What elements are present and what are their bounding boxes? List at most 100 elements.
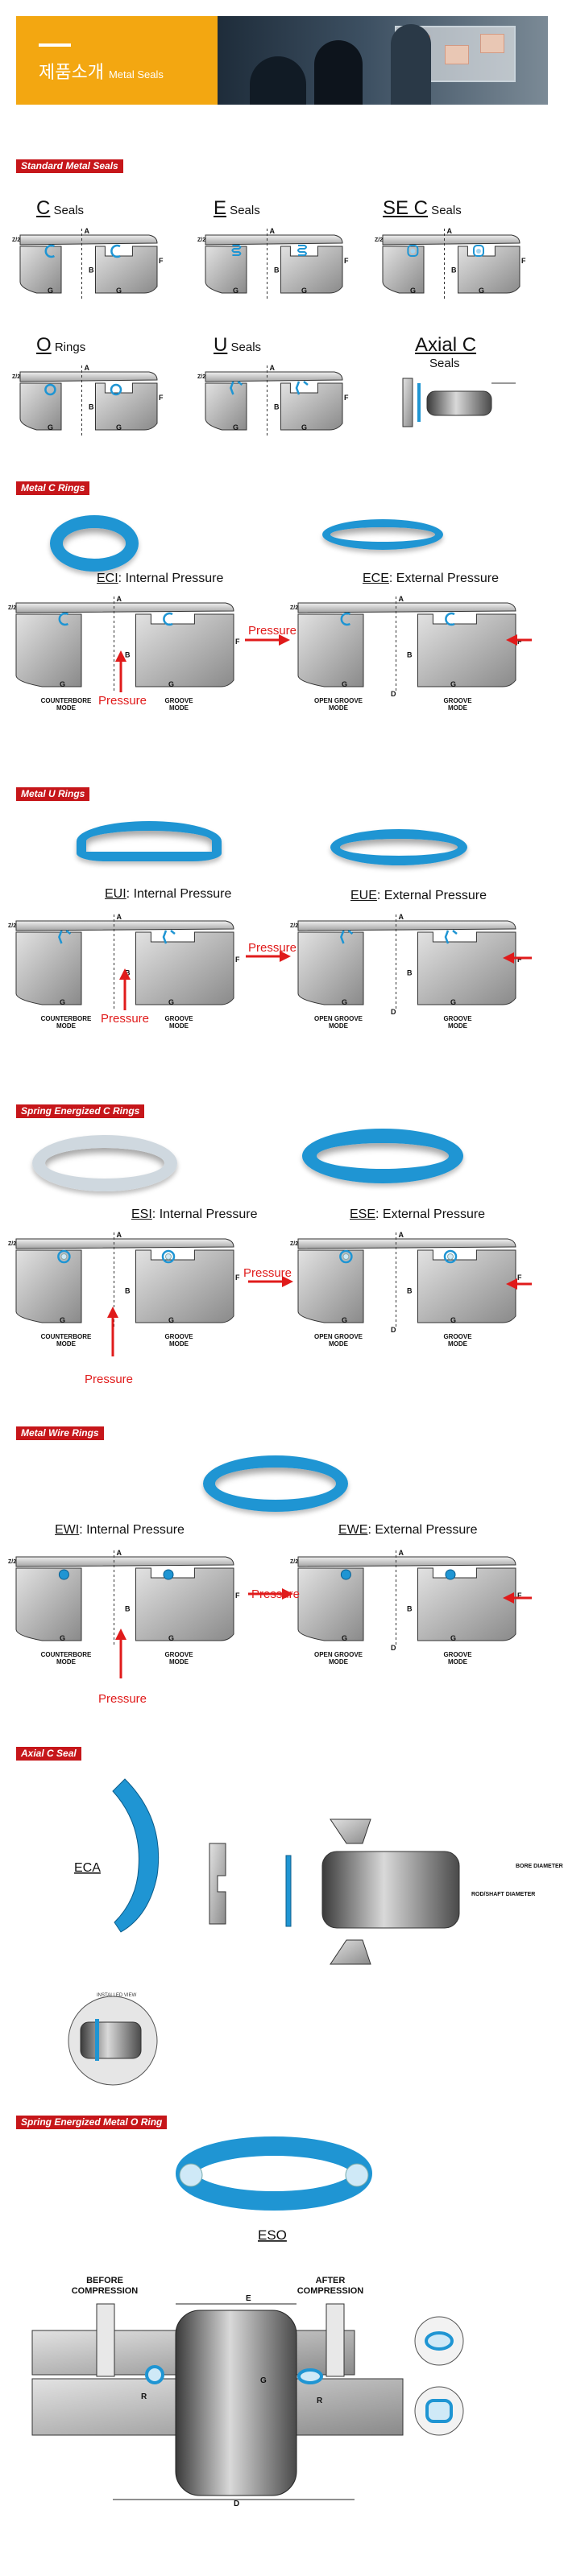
seal-u-profile bbox=[230, 381, 243, 395]
groove-block bbox=[135, 931, 234, 1005]
bore-diameter-label: BORE DIAMETER bbox=[516, 1864, 563, 1869]
eca-caption: ECA bbox=[74, 1861, 101, 1875]
groove-block bbox=[417, 1249, 516, 1323]
dimension-label-F: F bbox=[159, 257, 164, 265]
mode-label: MODE bbox=[329, 1022, 349, 1030]
standard-seal-drawing bbox=[205, 365, 343, 436]
counterbore-block bbox=[297, 1249, 364, 1323]
dimension-label-G: G bbox=[60, 680, 65, 688]
mode-label: MODE bbox=[56, 1340, 77, 1348]
mode-label: GROOVE bbox=[164, 697, 193, 704]
seal-wire-profile bbox=[340, 1569, 351, 1580]
standard-seal-drawing bbox=[382, 229, 520, 299]
seal-c-profile bbox=[44, 244, 56, 258]
dimension-label-F: F bbox=[235, 1591, 240, 1600]
dimension-label-half: Z/2 bbox=[8, 1241, 16, 1247]
eui-caption: EUI: Internal Pressure bbox=[105, 887, 232, 901]
mode-label: GROOVE bbox=[164, 1333, 193, 1340]
dimension-label-A: A bbox=[117, 595, 122, 603]
counterbore-block bbox=[205, 246, 247, 294]
spring-core bbox=[476, 249, 481, 254]
seal-u-profile bbox=[295, 381, 309, 395]
axial-housing bbox=[402, 378, 413, 427]
mode-label: OPEN GROOVE bbox=[314, 697, 363, 704]
dimension-label-F: F bbox=[517, 956, 522, 964]
groove-block bbox=[280, 382, 343, 431]
mode-label: MODE bbox=[329, 1658, 349, 1666]
mode-label: GROOVE bbox=[443, 1015, 472, 1022]
section-metal-c-rings: Metal C Rings bbox=[16, 481, 90, 495]
mode-label: OPEN GROOVE bbox=[314, 1651, 363, 1658]
mode-label: MODE bbox=[169, 704, 189, 712]
spring-core bbox=[342, 1253, 350, 1260]
pressure-arrow-head bbox=[279, 634, 290, 646]
seal-spring-c-profile bbox=[339, 1249, 353, 1264]
dimension-label-G: G bbox=[116, 287, 122, 295]
mode-label: GROOVE bbox=[443, 1333, 472, 1340]
standard-seal-drawing bbox=[19, 365, 158, 436]
dimension-label-B: B bbox=[274, 403, 280, 411]
standard-seal-type: Seals bbox=[227, 341, 262, 354]
counterbore-block bbox=[15, 613, 82, 687]
dimension-label-G: G bbox=[450, 1316, 456, 1324]
pressure-arrow-head bbox=[506, 634, 517, 646]
eso-seal-after bbox=[297, 2368, 323, 2384]
installed-shaft bbox=[80, 2021, 142, 2059]
dimension-label-D: D bbox=[391, 1644, 396, 1652]
pressure-arrow-head bbox=[119, 968, 131, 980]
dimension-label-half: Z/2 bbox=[12, 374, 20, 380]
spring-core bbox=[165, 1253, 172, 1260]
seal-u-profile bbox=[444, 930, 458, 944]
axial-c-ring-image bbox=[112, 1778, 160, 1933]
seal-wire-profile bbox=[58, 1569, 69, 1580]
dimension-label-G: G bbox=[342, 1316, 347, 1324]
dimension-label-D: D bbox=[391, 690, 396, 698]
groove-block bbox=[135, 1567, 234, 1641]
dimension-label: E bbox=[246, 2294, 251, 2303]
dimension-label-half: Z/2 bbox=[12, 237, 20, 243]
groove-block bbox=[280, 246, 343, 294]
seal-u-profile bbox=[58, 930, 72, 944]
standard-seal-type: Rings bbox=[51, 341, 86, 354]
flange bbox=[15, 602, 234, 613]
dimension-label: R bbox=[317, 2396, 323, 2405]
mode-label: MODE bbox=[448, 1340, 468, 1348]
dimension-label-A: A bbox=[447, 227, 453, 235]
mode-label: MODE bbox=[169, 1340, 189, 1348]
dimension-label-F: F bbox=[159, 394, 164, 402]
counterbore-block bbox=[15, 931, 82, 1005]
dimension-label-G: G bbox=[342, 998, 347, 1006]
pressure-label: Pressure bbox=[248, 941, 297, 955]
eso-seal-before bbox=[145, 2365, 164, 2384]
dimension-label-G: G bbox=[168, 1316, 174, 1324]
dimension-label-F: F bbox=[344, 394, 349, 402]
external-pressure-drawing bbox=[297, 1550, 516, 1647]
standard-seal-name: SE C bbox=[383, 197, 429, 219]
dimension-label-F: F bbox=[235, 638, 240, 646]
dimension-label-G: G bbox=[410, 287, 416, 295]
flange bbox=[297, 602, 516, 613]
dimension-label-G: G bbox=[116, 423, 122, 431]
dimension-label-F: F bbox=[517, 1274, 522, 1282]
standard-seal-type: Seals bbox=[50, 204, 85, 217]
counterbore-block bbox=[19, 246, 62, 294]
dimension-label-A: A bbox=[399, 1231, 404, 1239]
seal-c-profile bbox=[110, 244, 121, 258]
dimension-label-G: G bbox=[233, 287, 238, 295]
dimension-label-F: F bbox=[344, 257, 349, 265]
dimension-label-F: F bbox=[235, 1274, 240, 1282]
groove-block bbox=[417, 613, 516, 687]
before-compression-label: COMPRESSION bbox=[72, 2286, 139, 2296]
pressure-arrow-head bbox=[115, 1629, 126, 1640]
section-standard-metal-seals: Standard Metal Seals bbox=[16, 159, 123, 173]
axial-shaft bbox=[426, 390, 492, 416]
page-title-korean: 제품소개 bbox=[39, 62, 104, 82]
counterbore-block bbox=[297, 931, 364, 1005]
counterbore-block bbox=[382, 246, 425, 294]
standard-seal-drawing bbox=[19, 229, 158, 299]
seal-spring-c-profile bbox=[161, 1249, 176, 1264]
dimension-label-G: G bbox=[168, 1634, 174, 1642]
dimension-label-half: Z/2 bbox=[8, 1559, 16, 1565]
